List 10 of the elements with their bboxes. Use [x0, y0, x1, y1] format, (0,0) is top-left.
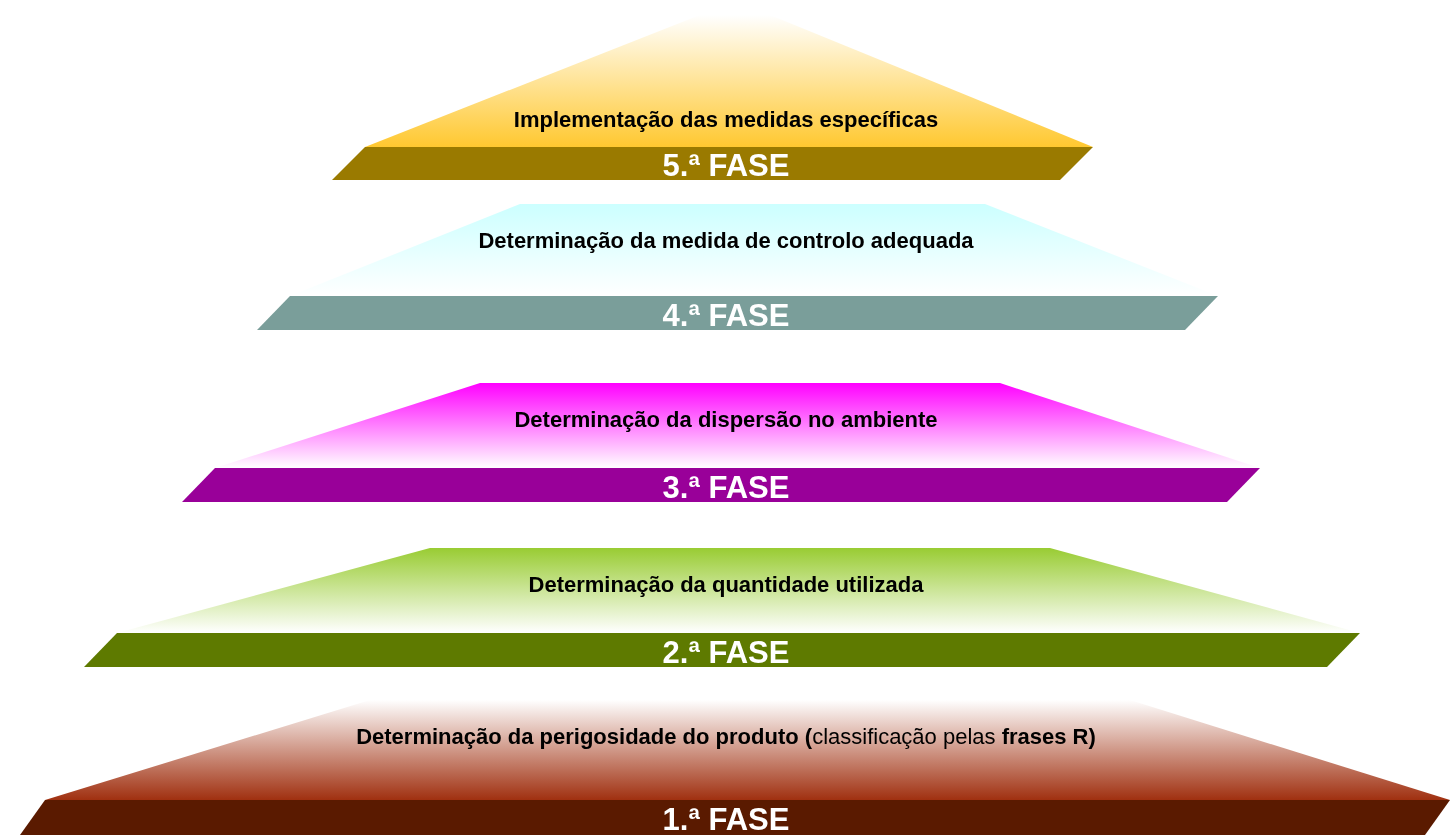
phase-label: 4.ª FASE: [662, 299, 790, 331]
phase-label: 5.ª FASE: [662, 150, 790, 181]
phase-description: Determinação da medida de controlo adequada: [478, 228, 974, 254]
phase-label: 2.ª FASE: [662, 636, 790, 668]
phase-label: 1.ª FASE: [662, 804, 790, 835]
phase-description: Determinação da dispersão no ambiente: [514, 407, 938, 433]
phase-description: Determinação da perigosidade do produto (classificação pelas frases R): [356, 724, 1096, 750]
phase-label: 3.ª FASE: [662, 471, 790, 503]
phase-description: Determinação da quantidade utilizada: [528, 572, 924, 598]
phase-description: Implementação das medidas específicas: [513, 107, 939, 133]
